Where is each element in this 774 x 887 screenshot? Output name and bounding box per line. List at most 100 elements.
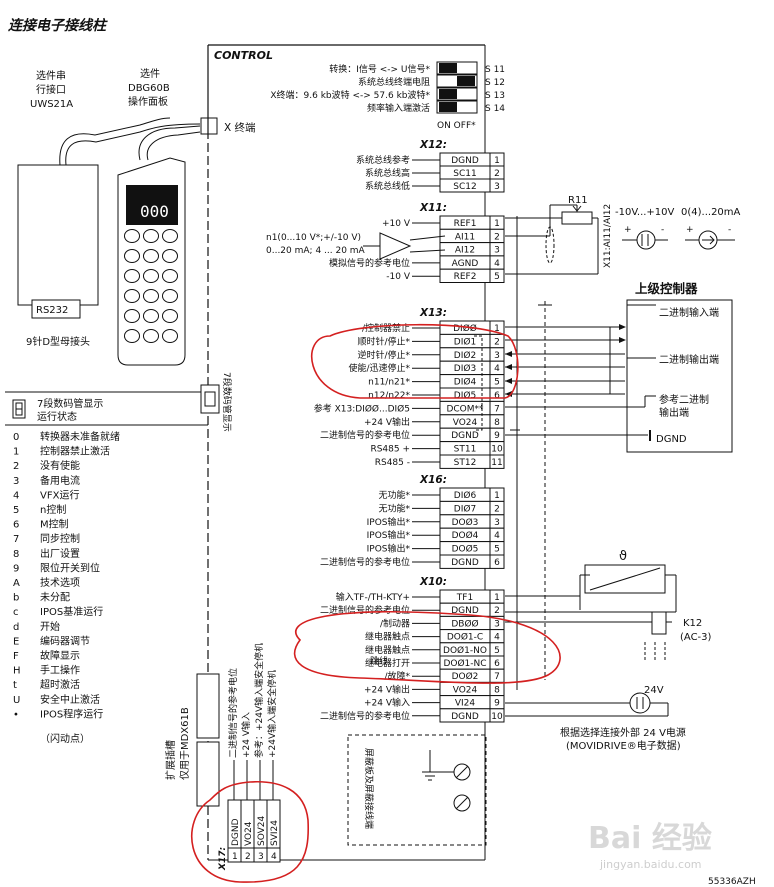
switch-lever (439, 89, 457, 99)
keypad-key (124, 309, 140, 323)
x13-pin: ST11 (454, 445, 477, 455)
k12-relay (505, 611, 672, 660)
arrowhead (619, 324, 626, 330)
current-source-icon: + - (685, 225, 735, 250)
keypad-key (162, 249, 178, 263)
x11-pin: AI11 (455, 232, 475, 242)
rs232-label: RS232 (36, 305, 68, 316)
status-text: 手工操作 (40, 664, 80, 677)
uws21a-module: RS232 9针D型母接头 (17, 117, 201, 348)
status-code: 9 (13, 563, 19, 574)
status-code: 3 (13, 476, 19, 487)
x13-terminal-7: DCOM**7参考 X13:DIØØ...DIØ5 (314, 400, 505, 416)
x13-desc: RS485 + (370, 445, 410, 455)
svg-text:-: - (661, 225, 664, 235)
status-header-2: 运行状态 (37, 410, 77, 423)
status-code: 2 (13, 461, 19, 472)
x13-num: 4 (494, 364, 500, 374)
x11-desc: +10 V (382, 219, 411, 229)
x16-num: 2 (494, 504, 500, 514)
status-code: F (13, 651, 19, 662)
status-text: 超时激活 (40, 678, 80, 691)
red-annotations (190, 323, 561, 883)
x13-desc: +24 V输出 (364, 416, 410, 428)
keypad-key (162, 269, 178, 283)
status-code: 5 (13, 505, 19, 516)
x17-num: 1 (232, 852, 238, 862)
status-code: • (13, 709, 19, 720)
x10-pin: VI24 (455, 699, 476, 709)
dgnd-label: DGND (656, 434, 687, 445)
external-24v-source (505, 692, 669, 717)
x13-num: 6 (494, 391, 500, 401)
tf-sensor (505, 564, 677, 613)
upper-controller-title: 上级控制器 (635, 281, 698, 296)
x10-pin: DBØØ (451, 618, 478, 629)
x17-pin: DGND (231, 818, 241, 846)
x12-num: 3 (494, 182, 500, 192)
watermark-url: jingyan.baidu.com (599, 858, 702, 871)
x17-name: X17: (218, 847, 228, 871)
x11-num: 5 (494, 272, 500, 282)
switch-lever (457, 76, 475, 86)
x11-pin: REF2 (454, 272, 477, 282)
x17-pin: SOV24 (257, 815, 267, 846)
status-text: 技术选项 (40, 576, 80, 589)
keypad-key (143, 269, 159, 283)
page-title: 连接电子接线柱 (8, 17, 108, 34)
n1-line2: 0...20 mA; 4 ... 20 mA (266, 246, 366, 256)
x10-num: 6 (494, 659, 500, 669)
x16-pin: DGND (451, 558, 479, 568)
x-terminal-label: X 终端 (224, 121, 256, 134)
x17-desc: 参考：+24V输入端安全停机 (253, 643, 265, 758)
uws-label-3: UWS21A (30, 99, 73, 110)
x13-pin: DIØØ (453, 323, 477, 334)
volt-range: -10V...+10V (615, 207, 675, 218)
x11-num: 4 (494, 259, 500, 269)
x12-num: 2 (494, 169, 500, 179)
x16-pin: DIØ6 (454, 490, 477, 501)
figure-code: 55336AZH (708, 877, 756, 887)
x16-desc: 无功能* (378, 502, 410, 514)
x10-pin: DOØ1-NC (443, 658, 486, 669)
x13-num: 11 (491, 458, 502, 468)
dbg60b-keypad: 000 (117, 125, 201, 366)
control-title: CONTROL (214, 49, 273, 62)
keypad-display: 000 (140, 202, 169, 221)
x12-num: 1 (494, 156, 500, 166)
voltage-source-icon: + - (622, 225, 668, 250)
svg-text:+: + (624, 225, 632, 235)
x10-pin: VO24 (453, 685, 478, 695)
ext-slot-label-2: 仅用于MDX61B (179, 707, 191, 780)
x12-pin: DGND (451, 156, 479, 166)
ac3-label: (AC-3) (680, 632, 712, 643)
x10-num: 8 (494, 685, 500, 695)
x12-pin: SC12 (453, 182, 476, 192)
on-off-label: ON OFF* (437, 121, 476, 131)
x10-num: 3 (494, 619, 500, 629)
x17-block: X17: DGND1VO242SOV243SVI244二进制信号的参考电位+24… (218, 643, 281, 871)
ma-range: 0(4)...20mA (681, 207, 741, 218)
status-code: H (13, 666, 21, 677)
status-code: b (13, 593, 19, 604)
x13-desc: 逆时针/停止* (357, 349, 410, 361)
x13-pin: DIØ2 (454, 350, 476, 361)
status-text: 开始 (40, 620, 60, 633)
x16-name: X16: (419, 474, 447, 486)
x13-desc: 参考 X13:DIØØ...DIØ5 (314, 402, 410, 414)
x10-num: 2 (494, 606, 500, 616)
